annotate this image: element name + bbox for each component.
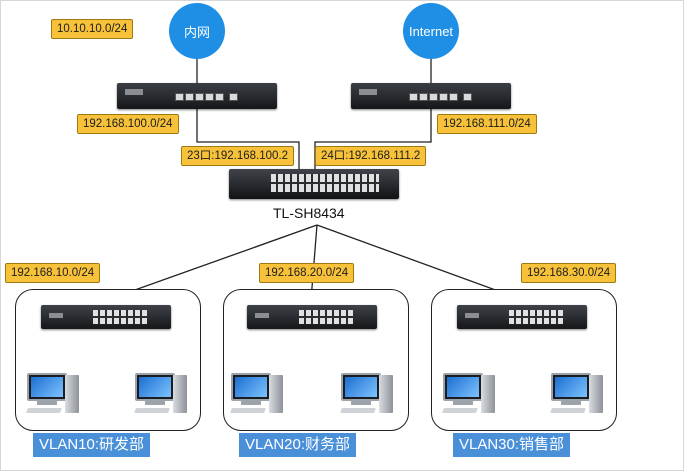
- vlan30-label: VLAN30:销售部: [453, 433, 571, 457]
- link-left-router-core: [196, 107, 300, 169]
- core-switch-label: TL-SH8434: [273, 205, 345, 221]
- vlan10-access-switch-icon: [41, 305, 171, 329]
- intranet-label: 内网: [183, 24, 210, 40]
- link-core-vlan30: [316, 224, 524, 301]
- left-router-icon: [117, 83, 277, 109]
- left-router-subnet-tag: 192.168.100.0/24: [77, 114, 179, 134]
- vlan20-subnet-tag: 192.168.20.0/24: [259, 263, 355, 283]
- port24-tag: 24口:192.168.111.2: [315, 146, 427, 166]
- intranet-subnet-tag: 10.10.10.0/24: [51, 19, 134, 39]
- pc-icon: [442, 373, 497, 417]
- vlan10-label: VLAN10:研发部: [33, 433, 151, 457]
- pc-icon: [340, 373, 395, 417]
- core-switch-icon: [229, 169, 399, 199]
- port23-tag: 23口:192.168.100.2: [181, 146, 295, 166]
- vlan10-subnet-tag: 192.168.10.0/24: [5, 263, 101, 283]
- link-core-vlan10: [106, 224, 318, 301]
- link-core-vlan20: [310, 224, 318, 301]
- internet-label: Internet: [408, 23, 454, 39]
- internet-cloud-icon: Internet: [403, 3, 459, 59]
- pc-icon: [550, 373, 605, 417]
- vlan30-subnet-tag: 192.168.30.0/24: [521, 263, 617, 283]
- intranet-cloud-icon: 内网: [169, 3, 225, 59]
- vlan20-access-switch-icon: [247, 305, 377, 329]
- pc-icon: [230, 373, 285, 417]
- pc-icon: [134, 373, 189, 417]
- right-router-subnet-tag: 192.168.111.0/24: [437, 114, 537, 134]
- right-router-icon: [351, 83, 511, 109]
- vlan30-access-switch-icon: [457, 305, 587, 329]
- vlan20-label: VLAN20:财务部: [239, 433, 357, 457]
- pc-icon: [26, 373, 81, 417]
